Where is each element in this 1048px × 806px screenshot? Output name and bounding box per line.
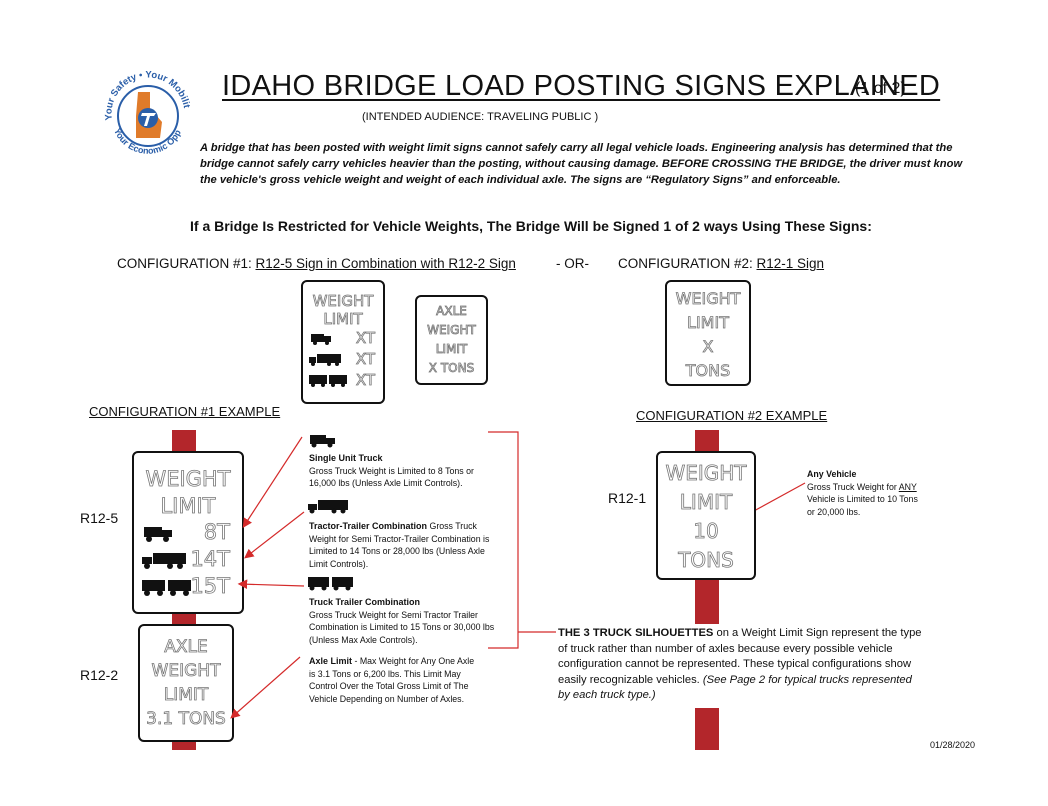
- desc-single-unit: Single Unit Truck Gross Truck Weight is …: [309, 452, 499, 490]
- label-r12-2: R12-2: [80, 667, 119, 683]
- desc-single-title: Single Unit Truck: [309, 453, 383, 463]
- config1-prefix: CONFIGURATION #1:: [117, 256, 256, 271]
- template-r12-2-line1: AXLE: [436, 304, 468, 319]
- or-separator: - OR-: [556, 256, 589, 271]
- post-top-r12-1: [695, 430, 719, 452]
- desc-any-text-a: Gross Truck Weight for: [807, 481, 899, 492]
- example-r12-5-sign: WEIGHT LIMIT 8T 14T 15T: [132, 451, 244, 614]
- desc-truck-trailer: Truck Trailer Combination Gross Truck We…: [309, 596, 501, 646]
- example-r12-2-line1: AXLE: [164, 637, 208, 658]
- example-r12-5-v1: 8T: [203, 520, 230, 545]
- truck-trailer-icon: [142, 580, 191, 596]
- template-r12-5-v1: XT: [355, 329, 375, 348]
- example1-heading: CONFIGURATION #1 EXAMPLE: [89, 404, 281, 419]
- section-subheading: If a Bridge Is Restricted for Vehicle We…: [190, 218, 872, 234]
- desc-truck-trailer-text: Gross Truck Weight for Semi Tractor Trai…: [309, 609, 495, 645]
- desc-any-vehicle: Any Vehicle Gross Truck Weight for ANY V…: [807, 468, 925, 518]
- config1-link[interactable]: R12-5 Sign in Combination with R12-2 Sig…: [255, 256, 516, 271]
- template-r12-1-line2: LIMIT: [687, 313, 730, 333]
- example-r12-2-line3: LIMIT: [163, 685, 209, 706]
- single-unit-truck-icon: [311, 334, 331, 345]
- arrow-axle-limit: [230, 656, 301, 719]
- desc-axle-text: - Max Weight for Any One Axle is 3.1 Ton…: [309, 656, 475, 704]
- desc-tractor-text: Gross Truck Weight for Semi Tractor-Trai…: [309, 521, 490, 569]
- note-text: on a Weight Limit Sign represent the typ…: [558, 627, 922, 686]
- single-unit-truck-icon: [144, 527, 172, 542]
- template-r12-5-v3: XT: [355, 371, 375, 390]
- label-r12-1: R12-1: [608, 490, 647, 506]
- note-bold: THE 3 TRUCK SILHOUETTES: [558, 627, 714, 639]
- desc-any-title: Any Vehicle: [807, 469, 857, 479]
- config2-prefix: CONFIGURATION #2:: [618, 256, 757, 271]
- description-bracket: [488, 431, 519, 649]
- template-r12-1-line1: WEIGHT: [675, 289, 741, 309]
- example-r12-2-sign: AXLE WEIGHT LIMIT 3.1 TONS: [138, 624, 234, 742]
- example-r12-5-line1: WEIGHT: [145, 467, 231, 492]
- post-top-r12-5: [172, 430, 196, 452]
- desc-any-text-u: ANY: [898, 481, 917, 492]
- logo-emblem: Your Safety • Your Mobility Your Economi…: [97, 60, 192, 156]
- intended-audience: (INTENDED AUDIENCE: TRAVELING PUBLIC ): [362, 111, 599, 123]
- post-under-r12-1: [695, 580, 719, 624]
- label-r12-5: R12-5: [80, 510, 119, 526]
- arrow-tractor-trailer: [244, 511, 305, 559]
- truck-trailer-icon: [309, 375, 347, 387]
- template-r12-5-line2: LIMIT: [323, 310, 363, 329]
- example-r12-1-line2: LIMIT: [679, 490, 733, 515]
- desc-single-text: Gross Truck Weight is Limited to 8 Tons …: [309, 465, 474, 489]
- page-title: IDAHO BRIDGE LOAD POSTING SIGNS EXPLAINE…: [222, 70, 941, 102]
- example-r12-1-sign: WEIGHT LIMIT 10 TONS: [656, 451, 756, 580]
- idaho-itd-logo: Your Safety • Your Mobility Your Economi…: [97, 60, 196, 164]
- page-indicator: (1 of 2): [855, 80, 906, 97]
- example-r12-1-line4: TONS: [678, 548, 734, 573]
- arrow-truck-trailer: [237, 579, 305, 590]
- post-bottom: [172, 742, 196, 750]
- example-r12-5-v3: 15T: [190, 574, 230, 599]
- desc-tractor-title: Tractor-Trailer Combination: [309, 521, 428, 531]
- tractor-trailer-icon: [308, 500, 348, 514]
- example2-heading: CONFIGURATION #2 EXAMPLE: [636, 408, 828, 423]
- template-r12-5-v2: XT: [355, 350, 375, 369]
- template-r12-2-line3: LIMIT: [435, 342, 468, 357]
- intro-paragraph: A bridge that has been posted with weigh…: [200, 142, 963, 186]
- desc-axle-limit: Axle Limit - Max Weight for Any One Axle…: [309, 655, 481, 705]
- silhouettes-note: THE 3 TRUCK SILHOUETTES on a Weight Limi…: [558, 626, 926, 704]
- single-unit-truck-icon: [310, 435, 335, 448]
- example-r12-1-line1: WEIGHT: [665, 461, 747, 486]
- template-r12-1-line3: X: [702, 337, 714, 357]
- template-r12-5-sign: WEIGHT LIMIT XT XT XT: [301, 280, 385, 404]
- template-r12-1-sign: WEIGHT LIMIT X TONS: [665, 280, 751, 386]
- template-r12-2-line4: X TONS: [428, 361, 475, 376]
- example-r12-1-line3: 10: [693, 519, 719, 544]
- template-r12-2-sign: AXLE WEIGHT LIMIT X TONS: [415, 295, 488, 385]
- desc-truck-trailer-title: Truck Trailer Combination: [309, 597, 421, 607]
- template-r12-1-line4: TONS: [685, 361, 731, 381]
- tractor-trailer-icon: [309, 354, 341, 366]
- document-date: 01/28/2020: [930, 740, 976, 750]
- example-r12-2-line4: 3.1 TONS: [146, 709, 227, 730]
- example-r12-5-line2: LIMIT: [160, 494, 216, 519]
- desc-tractor-trailer: Tractor-Trailer Combination Gross Truck …: [309, 520, 501, 570]
- config2-heading: CONFIGURATION #2: R12-1 Sign: [618, 256, 824, 271]
- example-r12-5-v2: 14T: [190, 547, 230, 572]
- example-r12-2-line2: WEIGHT: [151, 661, 221, 682]
- tractor-trailer-icon: [142, 553, 186, 569]
- template-r12-2-line2: WEIGHT: [427, 323, 476, 338]
- desc-any-text-b: Vehicle is Limited to 10 Tons or 20,000 …: [807, 494, 918, 517]
- config1-heading: CONFIGURATION #1: R12-5 Sign in Combinat…: [117, 256, 516, 271]
- post-bottom-r12-1: [695, 708, 719, 750]
- truck-trailer-icon: [308, 577, 353, 591]
- post-mid: [172, 614, 196, 624]
- template-r12-5-line1: WEIGHT: [312, 292, 374, 311]
- config2-link[interactable]: R12-1 Sign: [756, 256, 825, 271]
- note-italic: (See Page 2 for typical trucks represent…: [558, 673, 912, 702]
- arrow-single-unit: [242, 436, 303, 529]
- desc-axle-title: Axle Limit: [309, 656, 353, 666]
